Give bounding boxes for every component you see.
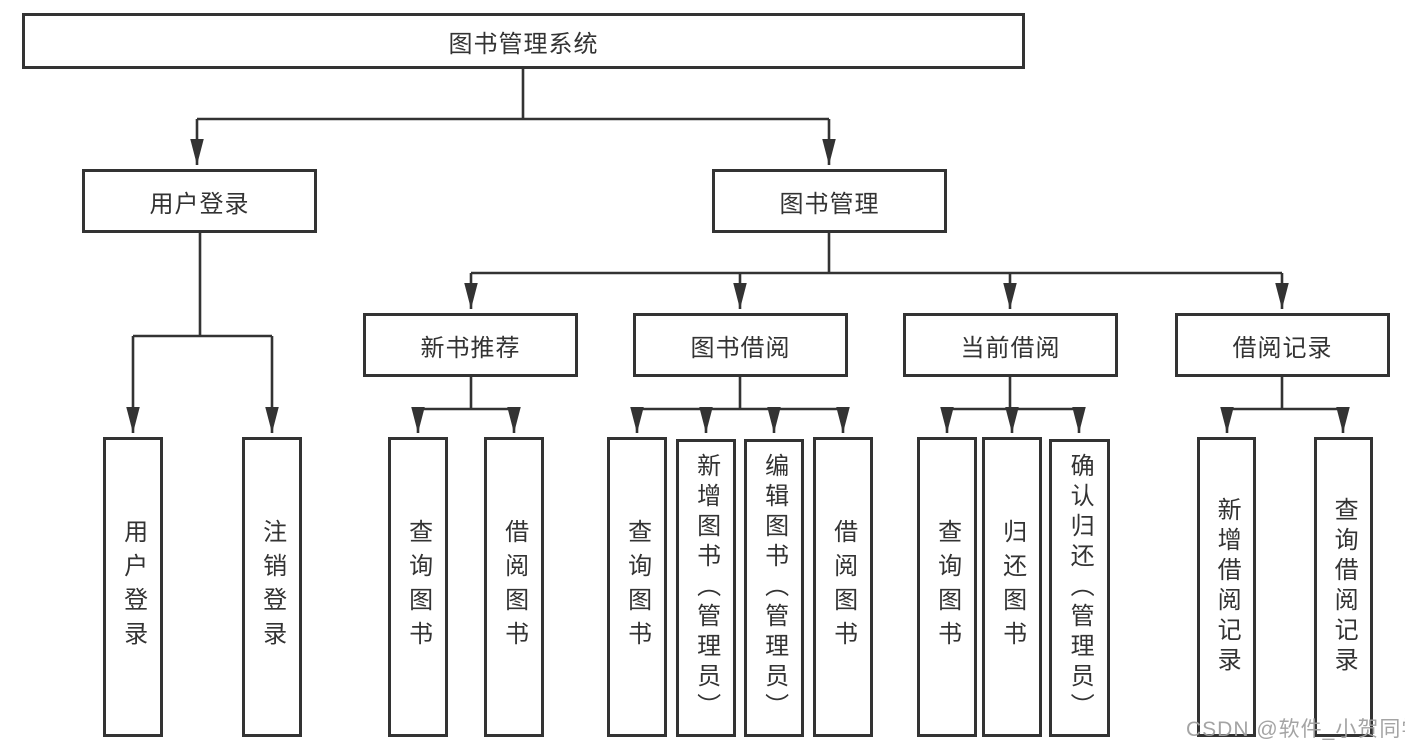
node-borrow-record: 借阅记录 (1175, 313, 1390, 377)
leaf-add-book-admin: 新增图书（管理员） (676, 439, 736, 737)
leaf-query-book-1: 查询图书 (388, 437, 448, 737)
edges-user-login (126, 233, 279, 433)
leaf-query-borrow-record: 查询借阅记录 (1314, 437, 1373, 737)
edges-book-management (464, 233, 1289, 309)
node-user-login: 用户登录 (82, 169, 317, 233)
node-book-management: 图书管理 (712, 169, 947, 233)
leaf-query-book-3-label: 查询图书 (933, 519, 961, 655)
leaf-borrow-book-1-label: 借阅图书 (500, 519, 528, 655)
leaf-add-borrow-record-label: 新增借阅记录 (1213, 497, 1241, 677)
leaf-borrow-book-2: 借阅图书 (813, 437, 873, 737)
leaf-add-book-admin-label: 新增图书（管理员） (692, 453, 720, 723)
leaf-user-login-label: 用户登录 (119, 519, 147, 655)
leaf-return-book-label: 归还图书 (998, 519, 1026, 655)
edges-current-borrow (940, 377, 1086, 433)
leaf-borrow-book-2-label: 借阅图书 (829, 519, 857, 655)
edges-new-book (411, 377, 521, 433)
edges-borrow-record (1220, 377, 1350, 433)
node-library-management-system: 图书管理系统 (22, 13, 1025, 69)
leaf-user-login: 用户登录 (103, 437, 163, 737)
leaf-query-book-2-label: 查询图书 (623, 519, 651, 655)
leaf-return-book: 归还图书 (982, 437, 1042, 737)
leaf-query-book-1-label: 查询图书 (404, 519, 432, 655)
leaf-query-book-2: 查询图书 (607, 437, 667, 737)
leaf-logout: 注销登录 (242, 437, 302, 737)
leaf-edit-book-admin: 编辑图书（管理员） (744, 439, 804, 737)
node-current-borrow: 当前借阅 (903, 313, 1118, 377)
leaf-borrow-book-1: 借阅图书 (484, 437, 544, 737)
leaf-confirm-return-admin: 确认归还（管理员） (1049, 439, 1110, 737)
csdn-watermark: CSDN @软件_小贺同学 (1186, 718, 1405, 741)
edges-book-borrow (630, 377, 850, 433)
leaf-logout-label: 注销登录 (258, 519, 286, 655)
leaf-confirm-return-admin-label: 确认归还（管理员） (1066, 453, 1094, 723)
leaf-query-borrow-record-label: 查询借阅记录 (1330, 497, 1358, 677)
node-new-book-recommend: 新书推荐 (363, 313, 578, 377)
leaf-add-borrow-record: 新增借阅记录 (1197, 437, 1256, 737)
leaf-query-book-3: 查询图书 (917, 437, 977, 737)
node-book-borrow: 图书借阅 (633, 313, 848, 377)
edges-root (190, 69, 836, 165)
leaf-edit-book-admin-label: 编辑图书（管理员） (760, 453, 788, 723)
